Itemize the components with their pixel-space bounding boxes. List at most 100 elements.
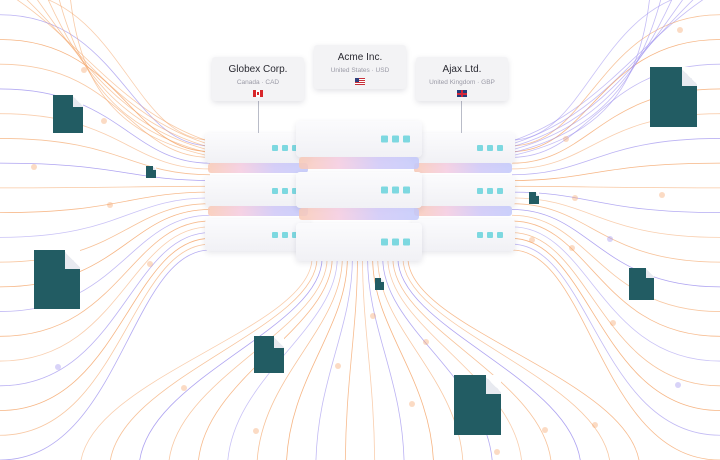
flow-line <box>0 162 211 181</box>
server-left-middle <box>205 176 310 206</box>
flow-line <box>16 0 206 141</box>
flow-line <box>514 0 662 153</box>
flow-line <box>511 191 720 214</box>
flow-dot <box>370 313 376 319</box>
entity-card-ajax: Ajax Ltd. United Kingdom · GBP <box>416 57 508 101</box>
entity-meta: United States · USD <box>330 67 390 74</box>
flag-united-states-icon <box>355 78 365 85</box>
flow-line <box>514 0 683 147</box>
flow-line <box>0 232 211 387</box>
flow-line <box>392 257 552 460</box>
document-icon <box>454 375 501 435</box>
status-leds <box>477 188 503 194</box>
flow-line <box>48 0 211 141</box>
flow-line <box>139 257 323 460</box>
server-glow <box>299 208 419 220</box>
flow-dot <box>181 385 187 391</box>
flow-dot <box>101 118 107 124</box>
document-icon <box>650 67 697 127</box>
flow-line <box>511 197 720 238</box>
flag-canada-icon <box>253 90 263 97</box>
flow-line <box>344 257 358 460</box>
flow-dot <box>147 261 153 267</box>
flow-line <box>315 257 353 460</box>
entity-name: Ajax Ltd. <box>442 64 482 75</box>
flow-dot <box>81 67 87 73</box>
server-right-bottom <box>412 219 515 251</box>
flow-dot <box>335 363 341 369</box>
flow-dot <box>563 136 569 142</box>
flow-line <box>0 226 211 362</box>
flow-dot <box>494 449 500 455</box>
flow-line <box>0 63 211 158</box>
server-center-bottom <box>296 223 422 261</box>
flow-dot <box>659 192 665 198</box>
flow-line <box>0 88 211 164</box>
server-center-top <box>296 121 422 157</box>
server-center-middle <box>296 172 422 208</box>
server-glow <box>414 206 512 216</box>
connector-globex <box>258 101 259 133</box>
flow-dot <box>677 27 683 33</box>
document-icon <box>529 192 539 204</box>
connector-ajax <box>461 101 462 133</box>
flow-line <box>80 257 313 460</box>
entity-name: Acme Inc. <box>337 52 383 63</box>
server-glow <box>208 163 308 173</box>
document-icon <box>375 278 384 290</box>
flow-line <box>514 0 650 156</box>
status-leds <box>381 186 410 194</box>
flow-line <box>511 185 720 189</box>
flow-line <box>382 257 493 460</box>
flow-line <box>70 0 206 156</box>
flow-line <box>511 209 720 288</box>
flow-line <box>0 191 211 214</box>
flow-line <box>47 0 206 150</box>
flow-line <box>0 185 211 189</box>
flow-dot <box>572 195 578 201</box>
status-leds <box>477 232 503 238</box>
status-leds <box>477 145 503 151</box>
flow-dot <box>675 382 681 388</box>
flow-dot <box>607 236 613 242</box>
flow-line <box>0 113 211 170</box>
flow-dot <box>107 202 113 208</box>
document-icon <box>34 250 80 309</box>
flow-dot <box>253 428 259 434</box>
flow-line <box>0 249 211 460</box>
flow-line <box>110 257 318 460</box>
flow-line <box>511 214 720 312</box>
flow-line <box>514 0 704 141</box>
flow-line <box>397 257 581 460</box>
flow-dot <box>592 422 598 428</box>
status-leds <box>272 145 298 151</box>
entity-meta: Canada · CAD <box>236 79 280 86</box>
flow-line <box>511 14 720 147</box>
flow-dot <box>529 237 535 243</box>
flow-line <box>511 226 720 362</box>
flow-line <box>407 257 640 460</box>
flow-dot <box>542 427 548 433</box>
flow-line <box>362 257 376 460</box>
entity-name: Globex Corp. <box>228 64 288 75</box>
flow-line <box>0 220 211 337</box>
document-icon <box>146 166 156 178</box>
flow-line <box>286 257 348 460</box>
flow-line <box>511 238 720 411</box>
flow-line <box>511 220 720 337</box>
flow-line <box>402 257 610 460</box>
server-right-top <box>412 133 515 163</box>
flow-line <box>387 257 522 460</box>
server-left-bottom <box>205 219 310 251</box>
status-leds <box>381 238 410 246</box>
flow-dot <box>569 245 575 251</box>
flow-line <box>0 243 211 436</box>
status-leds <box>272 188 298 194</box>
entity-meta: United Kingdom · GBP <box>429 79 495 86</box>
flow-line <box>511 0 672 141</box>
flow-dot <box>610 320 616 326</box>
status-leds <box>272 232 298 238</box>
server-right-middle <box>412 176 515 206</box>
document-icon <box>629 268 654 300</box>
